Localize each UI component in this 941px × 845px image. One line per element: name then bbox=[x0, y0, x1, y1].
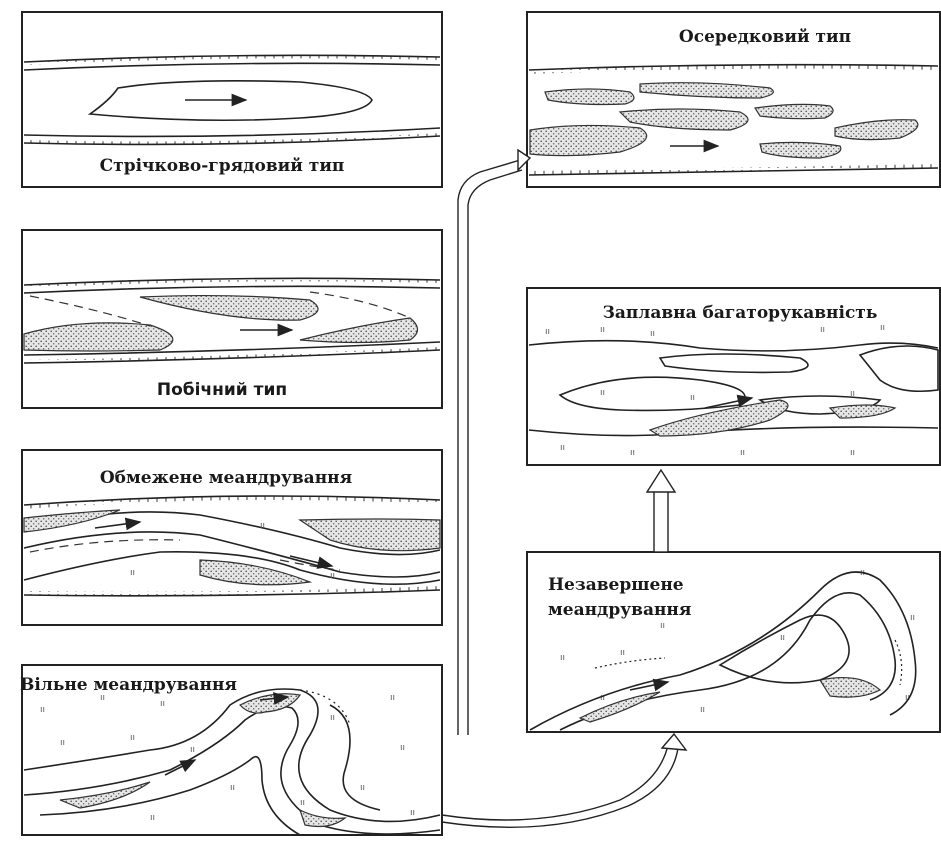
label-incomplete-line2: меандрування bbox=[548, 600, 691, 620]
svg-text:ıı: ıı bbox=[600, 693, 605, 703]
svg-text:ıı: ıı bbox=[620, 648, 625, 658]
arrow-to-floodplain bbox=[654, 490, 668, 552]
svg-text:ıı: ıı bbox=[410, 808, 415, 818]
svg-text:ıı: ıı bbox=[260, 521, 265, 531]
svg-text:ıı: ıı bbox=[820, 325, 825, 335]
svg-text:ıı: ıı bbox=[740, 448, 745, 458]
panel-mid-channel: Осередковий тип bbox=[527, 12, 940, 187]
svg-text:ıı: ıı bbox=[360, 783, 365, 793]
svg-text:ıı: ıı bbox=[690, 393, 695, 403]
svg-text:ıı: ıı bbox=[130, 733, 135, 743]
panel-limited-meander: Обмежене меандрування ıı ıı ıı bbox=[22, 450, 442, 625]
svg-text:ıı: ıı bbox=[660, 621, 665, 631]
svg-text:ıı: ıı bbox=[40, 705, 45, 715]
svg-text:ıı: ıı bbox=[230, 783, 235, 793]
label-incomplete-line1: Незавершене bbox=[548, 575, 684, 595]
svg-text:ıı: ıı bbox=[600, 325, 605, 335]
svg-text:ıı: ıı bbox=[780, 633, 785, 643]
svg-text:ıı: ıı bbox=[190, 745, 195, 755]
svg-text:ıı: ıı bbox=[60, 738, 65, 748]
svg-text:ıı: ıı bbox=[330, 571, 335, 581]
label-free-meander: Вільне меандрування bbox=[20, 675, 237, 695]
label-limited-meander: Обмежене меандрування bbox=[100, 468, 352, 488]
svg-text:ıı: ıı bbox=[600, 388, 605, 398]
svg-text:ıı: ıı bbox=[850, 448, 855, 458]
panel-floodplain-multichannel: Заплавна багаторукавність ıı ıı ıı ıı ıı ıı… bbox=[527, 288, 940, 465]
svg-text:ıı: ıı bbox=[630, 448, 635, 458]
svg-text:ıı: ıı bbox=[130, 568, 135, 578]
label-floodplain-multichannel: Заплавна багаторукавність bbox=[603, 303, 878, 323]
svg-text:ıı: ıı bbox=[650, 329, 655, 339]
svg-text:ıı: ıı bbox=[390, 693, 395, 703]
svg-text:ıı: ıı bbox=[880, 323, 885, 333]
svg-text:ıı: ıı bbox=[300, 798, 305, 808]
svg-text:ıı: ıı bbox=[910, 613, 915, 623]
label-mid-channel: Осередковий тип bbox=[679, 27, 851, 47]
svg-text:ıı: ıı bbox=[560, 443, 565, 453]
arrow-to-incomplete bbox=[442, 745, 668, 820]
svg-text:ıı: ıı bbox=[150, 813, 155, 823]
label-side-bar: Побічний тип bbox=[157, 380, 287, 400]
svg-text:ıı: ıı bbox=[330, 713, 335, 723]
panel-side-bar: Побічний тип bbox=[22, 230, 442, 408]
svg-text:ıı: ıı bbox=[700, 705, 705, 715]
svg-text:ıı: ıı bbox=[560, 653, 565, 663]
svg-text:ıı: ıı bbox=[160, 699, 165, 709]
svg-text:ıı: ıı bbox=[545, 327, 550, 337]
panel-ribbon-ridge: Стрічково-грядовий тип bbox=[22, 12, 442, 187]
svg-text:ıı: ıı bbox=[400, 743, 405, 753]
label-ribbon-ridge: Стрічково-грядовий тип bbox=[100, 156, 345, 176]
